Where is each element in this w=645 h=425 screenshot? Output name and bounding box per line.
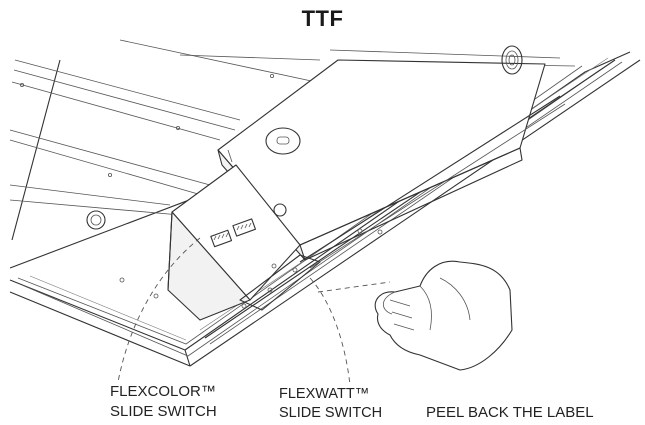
hand-illustration bbox=[374, 260, 513, 371]
flexwatt-label-line1: FLEXWATT™ bbox=[279, 386, 370, 402]
flexwatt-label-line2: SLIDE SWITCH bbox=[279, 405, 383, 421]
flexcolor-callout bbox=[117, 237, 201, 383]
flexwatt-switch bbox=[232, 218, 256, 237]
flexcolor-switch bbox=[210, 229, 233, 248]
diagram-title: TTF bbox=[301, 6, 344, 31]
peel-label: PEEL BACK THE LABEL bbox=[426, 404, 594, 421]
peel-callout bbox=[317, 281, 391, 293]
grille bbox=[501, 45, 523, 75]
flexcolor-label-line1: FLEXCOLOR™ bbox=[110, 383, 216, 400]
label-strip bbox=[299, 95, 566, 269]
flexcolor-label-line2: SLIDE SWITCH bbox=[110, 403, 217, 420]
flexwatt-callout bbox=[309, 277, 351, 386]
